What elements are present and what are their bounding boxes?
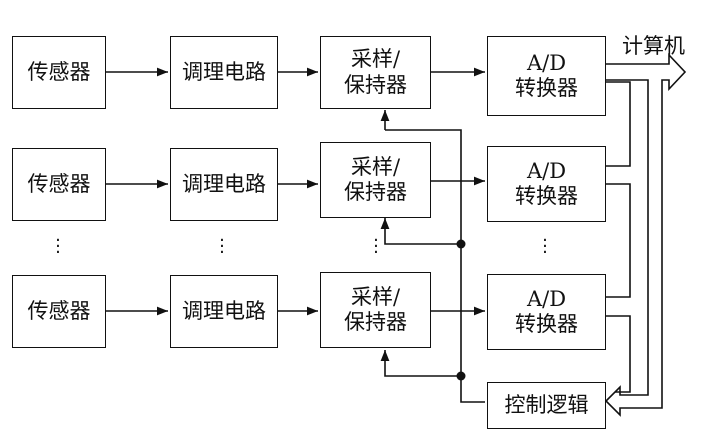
sample-hold-label-3a: 采样/ bbox=[350, 284, 401, 309]
sample-hold-block-3: 采样/ 保持器 bbox=[320, 272, 431, 348]
ellipsis-ad-converters: ··· bbox=[542, 230, 548, 263]
conditioning-label-1: 调理电路 bbox=[182, 59, 266, 84]
ad-converter-label-1b: 转换器 bbox=[515, 76, 578, 100]
sensor-block-3: 传感器 bbox=[12, 275, 106, 348]
control-branch-sh2 bbox=[380, 218, 461, 245]
conditioning-circuit-block-2: 调理电路 bbox=[170, 148, 278, 221]
ad-converter-label-2a: A/D bbox=[526, 158, 567, 183]
ad-converter-label-3b: 转换器 bbox=[515, 312, 578, 336]
conditioning-circuit-block-3: 调理电路 bbox=[170, 275, 278, 348]
computer-bus-arrow bbox=[604, 52, 687, 417]
control-logic-block: 控制逻辑 bbox=[487, 382, 606, 429]
ad-converter-block-1: A/D 转换器 bbox=[487, 36, 606, 116]
sensor-block-2: 传感器 bbox=[12, 148, 106, 221]
sensor-label-2: 传感器 bbox=[27, 171, 91, 196]
sample-hold-label-1b: 保持器 bbox=[344, 72, 407, 97]
sample-hold-block-2: 采样/ 保持器 bbox=[320, 142, 431, 218]
sample-hold-label-3b: 保持器 bbox=[344, 310, 407, 334]
conditioning-label-3: 调理电路 bbox=[182, 298, 266, 323]
sample-hold-block-1: 采样/ 保持器 bbox=[320, 36, 431, 109]
ellipsis-conditioners: ··· bbox=[219, 230, 225, 263]
ellipsis-sensors: ··· bbox=[55, 230, 61, 263]
junction-dot-lower bbox=[456, 371, 466, 381]
ellipsis-sample-holds: ··· bbox=[373, 230, 379, 263]
junction-dot-upper bbox=[456, 239, 466, 249]
adc3-output-line bbox=[606, 315, 631, 393]
sensor-label-3: 传感器 bbox=[27, 298, 91, 323]
ad-converter-block-2: A/D 转换器 bbox=[487, 146, 606, 222]
ad-converter-label-3a: A/D bbox=[526, 286, 567, 311]
control-bus-vertical bbox=[385, 129, 485, 403]
conditioning-circuit-block-1: 调理电路 bbox=[170, 36, 278, 109]
ad-converter-label-2b: 转换器 bbox=[515, 184, 578, 208]
sensor-block-1: 传感器 bbox=[12, 36, 106, 109]
conditioning-label-2: 调理电路 bbox=[182, 171, 266, 196]
ad-converter-block-3: A/D 转换器 bbox=[487, 274, 606, 350]
ad-converter-label-1a: A/D bbox=[526, 50, 567, 75]
sensor-label-1: 传感器 bbox=[27, 59, 91, 84]
control-branch-sh3 bbox=[380, 350, 461, 377]
adc1-output-line bbox=[606, 81, 631, 167]
sample-hold-label-2b: 保持器 bbox=[344, 180, 407, 204]
adc2-output-line bbox=[606, 183, 631, 298]
sample-hold-label-2a: 采样/ bbox=[350, 154, 401, 179]
control-logic-label: 控制逻辑 bbox=[504, 392, 589, 417]
sample-hold-label-1a: 采样/ bbox=[350, 47, 401, 72]
computer-label: 计算机 bbox=[622, 34, 685, 58]
